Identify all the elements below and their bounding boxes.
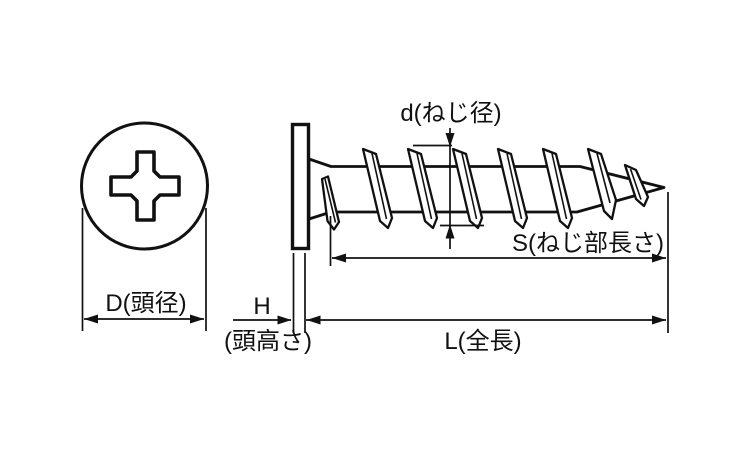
- arrow-right-icon: [190, 314, 204, 324]
- thread-flight: [406, 147, 439, 230]
- dim-head-diameter: D(頭径): [81, 208, 207, 331]
- screw-side-view: [290, 122, 666, 251]
- thread-flight: [451, 147, 484, 230]
- thread-flight: [361, 147, 394, 230]
- thread-flight: [586, 147, 618, 221]
- dim-thread-length: S(ねじ部長さ): [329, 192, 669, 333]
- dim-total-length: L(全長): [306, 315, 666, 355]
- label-thread-length: S(ねじ部長さ): [512, 230, 664, 257]
- head-circle: [80, 121, 209, 251]
- arrow-left-icon: [84, 314, 98, 324]
- label-head-diameter: D(頭径): [105, 290, 186, 317]
- label-total-length: L(全長): [444, 328, 521, 355]
- arrow-right-icon: [277, 315, 292, 325]
- dim-head-height: H (頭高さ): [224, 253, 312, 355]
- label-head-height-symbol: H: [253, 293, 270, 320]
- label-thread-diameter: d(ねじ径): [400, 100, 501, 127]
- screw-head-side: [290, 122, 311, 251]
- thread-flight: [496, 147, 529, 230]
- arrow-right-icon: [652, 315, 666, 325]
- arrow-right-icon: [652, 253, 666, 263]
- dim-thread-diameter: d(ねじ径): [400, 100, 502, 249]
- thread-flight-tip: [623, 163, 650, 208]
- thread-flight-start: [320, 175, 341, 231]
- thread-flight: [541, 147, 574, 230]
- arrow-left-icon: [306, 315, 321, 325]
- phillips-cross-icon: [109, 150, 181, 222]
- phillips-head-top-view: [80, 121, 209, 251]
- arrow-left-icon: [332, 253, 346, 263]
- arrow-down-icon: [445, 133, 455, 147]
- arrow-up-icon: [445, 224, 455, 239]
- label-head-height-caption: (頭高さ): [224, 328, 312, 355]
